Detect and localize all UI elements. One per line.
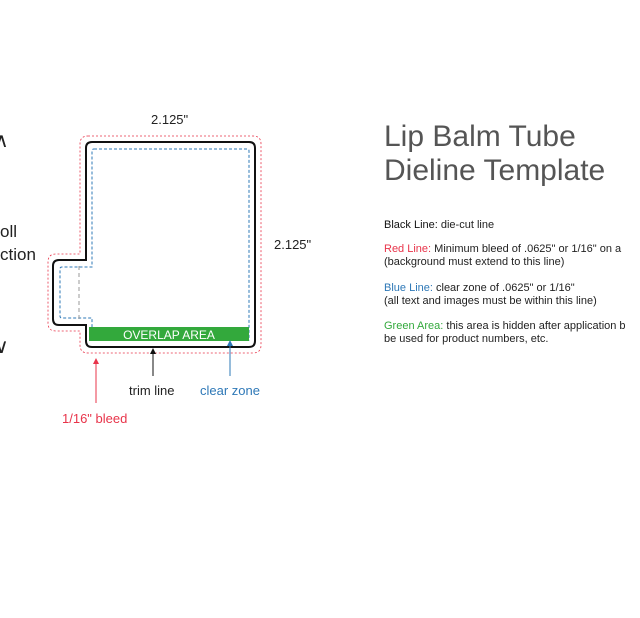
roll-direction-label-line1: oll: [0, 222, 18, 241]
trim-line-label: trim line: [129, 383, 175, 398]
legend-blue: Blue Line: clear zone of .0625" or 1/16"…: [384, 282, 597, 308]
legend-red-line2: (background must extend to this line): [384, 256, 565, 268]
page-title: Lip Balm Tube Dieline Template: [384, 120, 605, 188]
bleed-label: 1/16" bleed: [62, 411, 128, 426]
height-dimension: 2.125": [274, 237, 312, 252]
legend-green-text: this area is hidden after application b: [443, 320, 626, 332]
legend-green-line2: be used for product numbers, etc.: [384, 333, 549, 345]
legend-green-key: Green Area:: [384, 320, 444, 332]
title-line-1: Lip Balm Tube: [384, 120, 576, 153]
trim-arrow-head: [150, 348, 156, 354]
legend-black-text: die-cut line: [437, 219, 495, 231]
legend-black: Black Line: die-cut line: [384, 219, 494, 232]
overlap-area: [89, 327, 249, 341]
roll-down-arrow-icon: ∨: [0, 336, 9, 358]
roll-up-arrow-icon: ∧: [0, 130, 9, 152]
width-dimension: 2.125": [151, 112, 189, 127]
bleed-arrow-head: [93, 358, 99, 364]
legend-red: Red Line: Minimum bleed of .0625" or 1/1…: [384, 243, 621, 269]
clear-zone-label: clear zone: [200, 383, 260, 398]
legend-black-key: Black Line:: [384, 219, 438, 231]
legend-blue-text: clear zone of .0625" or 1/16": [432, 282, 575, 294]
legend-blue-line2: (all text and images must be within this…: [384, 295, 597, 307]
clear-arrow-head: [227, 340, 233, 346]
legend-red-text: Minimum bleed of .0625" or 1/16" on a: [431, 243, 622, 255]
legend-green: Green Area: this area is hidden after ap…: [384, 320, 626, 346]
legend-blue-key: Blue Line:: [384, 282, 433, 294]
overlap-area-label: OVERLAP AREA: [123, 328, 215, 342]
title-line-2: Dieline Template: [384, 154, 606, 187]
die-cut-outline: [52, 141, 256, 348]
legend-red-key: Red Line:: [384, 243, 432, 255]
roll-direction-label-line2: ction: [0, 245, 36, 264]
bleed-outline: [47, 135, 262, 354]
clear-zone-outline: [59, 148, 250, 341]
